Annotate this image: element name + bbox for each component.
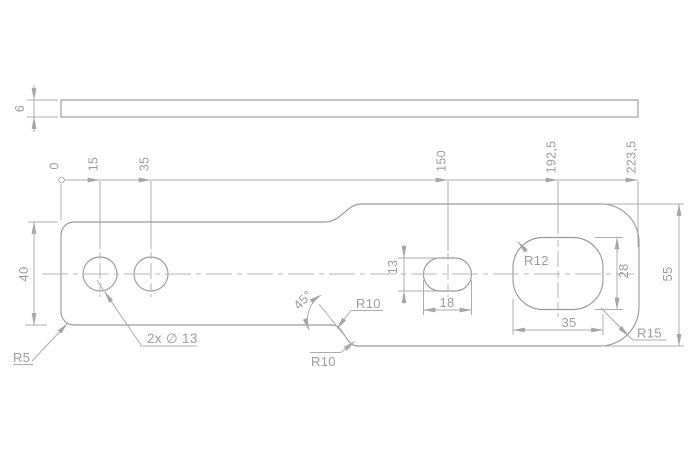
hole-callout: 2x ∅ 13	[96, 279, 198, 347]
dim-small-slot: 13 18	[386, 245, 473, 315]
ordinate-label-0: 0	[48, 162, 62, 169]
height-right-label: 55	[660, 266, 675, 281]
small-slot-height-label: 13	[386, 260, 400, 275]
centerlines	[42, 240, 634, 317]
side-view-plate-profile	[60, 99, 639, 118]
ordinate-label-192-5: 192,5	[545, 141, 559, 174]
thickness-dim-label: 6	[13, 105, 27, 112]
dim-corner-r5: R5	[13, 323, 68, 365]
hole-callout-label: 2x ∅ 13	[147, 331, 198, 346]
ordinate-origin-marker	[58, 176, 65, 184]
angle-45-label: 45°	[290, 287, 315, 312]
corner-r5-label: R5	[13, 350, 30, 365]
leader-arrow	[31, 323, 68, 362]
fillet-r10-upper-label: R10	[356, 296, 381, 311]
extension-line	[318, 303, 344, 335]
dim-height-left: 40	[16, 221, 58, 326]
ordinate-dimensions: 0 15 35 150 192,5 223,5	[48, 141, 639, 251]
ordinate-label-150: 150	[435, 150, 449, 172]
leader-arrow	[104, 290, 142, 346]
front-view	[60, 203, 640, 347]
leader-arrow	[600, 307, 629, 337]
small-slot-width-label: 18	[439, 295, 454, 310]
large-slot-height-label: 28	[616, 263, 631, 278]
leader-arrow	[517, 241, 528, 253]
dim-large-slot: R12 28 35	[512, 236, 631, 335]
ordinate-label-15: 15	[87, 157, 101, 172]
leader-arrow	[336, 310, 352, 329]
angle-arc	[302, 294, 322, 331]
height-left-label: 40	[16, 266, 31, 281]
fillet-r10-lower-label: R10	[311, 354, 336, 369]
ordinate-label-35: 35	[138, 157, 152, 172]
ordinate-label-223-5: 223,5	[625, 141, 639, 174]
corner-r15-label: R15	[637, 326, 662, 341]
leader-arrow	[340, 341, 355, 353]
leader-shelf	[628, 335, 666, 341]
side-view: 6	[13, 85, 639, 132]
large-slot-width-label: 35	[561, 315, 576, 330]
plate-outline	[60, 203, 640, 347]
dim-corner-r15: R15	[600, 307, 666, 341]
leader-line	[96, 279, 105, 292]
dim-step-45: 45° R10 R10	[290, 287, 383, 369]
large-slot-radius-label: R12	[524, 253, 549, 268]
dim-height-right: 55	[601, 203, 684, 347]
